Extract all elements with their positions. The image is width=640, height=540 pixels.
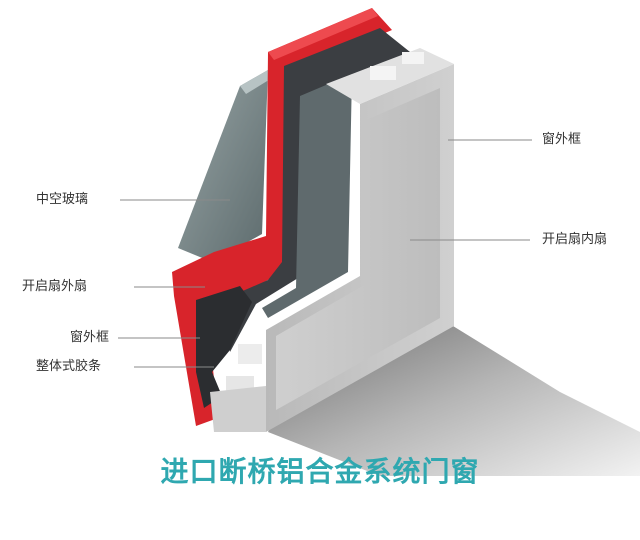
label-inward-sash: 开启扇内扇	[542, 232, 607, 248]
label-insulated-glass: 中空玻璃	[36, 192, 88, 208]
label-gasket: 整体式胶条	[36, 359, 101, 375]
label-outer-frame-left: 窗外框	[70, 330, 109, 346]
diagram-title: 进口断桥铝合金系统门窗	[0, 454, 640, 490]
label-outer-frame-right: 窗外框	[542, 132, 581, 148]
bottom-frame-face	[210, 386, 266, 432]
label-outward-sash: 开启扇外扇	[22, 279, 87, 295]
frame-chamber	[402, 52, 424, 64]
frame-chamber	[370, 66, 396, 80]
insulated-glass	[178, 70, 268, 262]
frame-chamber	[238, 344, 262, 364]
